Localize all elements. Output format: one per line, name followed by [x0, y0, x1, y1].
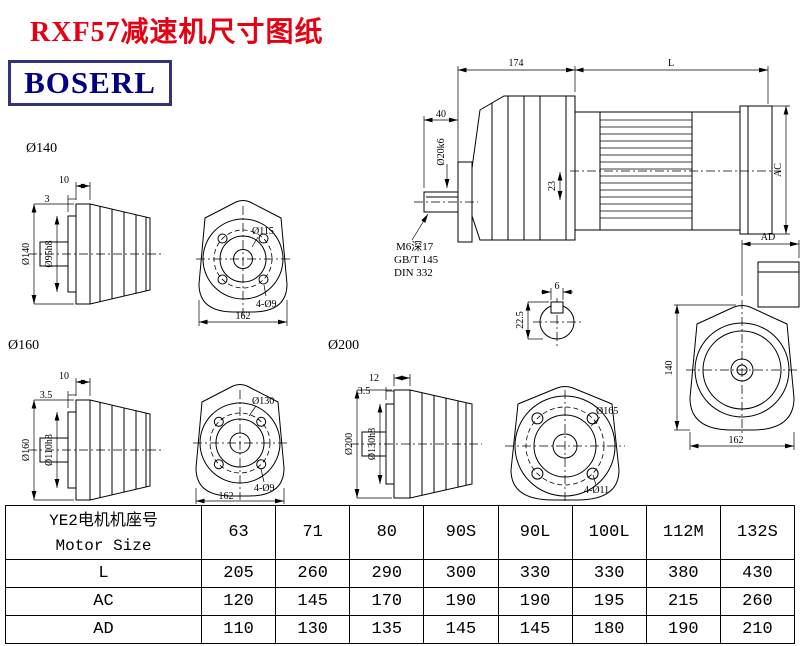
note-din-standard: DIN 332 — [394, 267, 433, 279]
flange200-section-label: Ø200 — [328, 338, 359, 353]
flange160-side-view: Ø160 10 3.5 Ø160 Ø110h8 — [8, 338, 162, 501]
brand-logo: BOSERL — [8, 60, 172, 106]
dim-flange200-outer: Ø200 — [344, 433, 355, 455]
dim-flange200-step: 3.5 — [358, 386, 371, 397]
row-label-AD: AD — [5, 615, 202, 644]
table-row-AD: AD 110 130 135 145 145 180 190 210 — [5, 615, 796, 644]
dim-flange200-bolt-circle: Ø165 — [596, 406, 618, 417]
AC-value-112M: 215 — [645, 587, 721, 616]
gearmotor-side-view: 174 L 40 Ø20k6 23 — [394, 58, 790, 279]
L-value-112M: 380 — [645, 559, 721, 588]
dim-flange140-spigot: Ø95h8 — [44, 240, 55, 267]
AD-value-132S: 210 — [719, 615, 796, 644]
flange200-front-view: Ø165 4-Ø11 — [505, 386, 625, 503]
dim-flange160-width: 162 — [219, 491, 234, 502]
flange160-front-view: Ø130 4-Ø9 162 — [193, 384, 287, 504]
motor-size-label-cn: YE2电机机座号 — [49, 511, 158, 530]
size-90L: 90L — [497, 505, 573, 560]
dim-key-height: 22.5 — [515, 311, 526, 329]
note-tapped-hole: M6深17 — [396, 240, 434, 253]
row-label-L: L — [5, 559, 202, 588]
AD-value-63: 110 — [200, 615, 277, 644]
L-value-90S: 300 — [423, 559, 499, 588]
L-value-71: 260 — [275, 559, 351, 588]
dim-flange140-outer: Ø140 — [21, 243, 32, 265]
page-title: RXF57减速机尺寸图纸 — [30, 17, 324, 48]
dim-flange160-thickness: 10 — [59, 371, 69, 382]
dim-flange140-thickness: 10 — [59, 175, 69, 186]
table-row-L: L 205 260 290 300 330 330 380 430 — [5, 559, 796, 588]
AC-value-80: 170 — [349, 587, 425, 616]
L-value-63: 205 — [200, 559, 277, 588]
dim-flange200-thickness: 12 — [369, 373, 379, 384]
AC-value-71: 145 — [275, 587, 351, 616]
AC-value-90L: 190 — [497, 587, 573, 616]
dim-flange140-width: 162 — [236, 311, 251, 322]
AD-value-112M: 190 — [645, 615, 721, 644]
AC-value-90S: 190 — [423, 587, 499, 616]
dim-flange160-outer: Ø160 — [21, 439, 32, 461]
size-71: 71 — [275, 505, 351, 560]
dim-flange140-bolt-circle: Ø115 — [252, 226, 274, 237]
note-gb-standard: GB/T 145 — [394, 254, 439, 266]
dim-motor-length: L — [668, 58, 674, 69]
dim-flange160-step: 3.5 — [40, 390, 53, 401]
dim-flange160-spigot: Ø110h8 — [44, 434, 55, 466]
motor-size-label-en: Motor Size — [55, 536, 152, 555]
table-header-row: YE2电机机座号 Motor Size 63 71 80 90S 90L 100… — [5, 505, 796, 560]
AD-value-71: 130 — [275, 615, 351, 644]
L-value-132S: 430 — [719, 559, 796, 588]
dim-housing-length: 174 — [509, 58, 524, 69]
dim-flange160-bolt-circle: Ø130 — [252, 396, 274, 407]
dim-flange140-step: 3 — [45, 194, 50, 205]
dim-flange200-spigot: Ø130h8 — [367, 428, 378, 460]
size-112M: 112M — [645, 505, 721, 560]
flange140-front-view: Ø115 4-Ø9 162 — [196, 200, 290, 326]
size-80: 80 — [349, 505, 425, 560]
AC-value-132S: 260 — [719, 587, 796, 616]
gearmotor-rear-view: AD 140 162 — [664, 232, 800, 450]
size-100L: 100L — [571, 505, 647, 560]
dim-rear-height: 140 — [664, 361, 675, 376]
flange140-side-view: Ø140 10 3 Ø140 Ø95h8 — [21, 141, 162, 305]
dim-terminal-box-AD: AD — [761, 232, 775, 243]
motor-size-header-cell: YE2电机机座号 Motor Size — [5, 505, 202, 560]
shaft-key-section: 6 22.5 — [515, 281, 581, 346]
technical-drawing-canvas: Ø140 10 3 Ø140 Ø95h8 — [8, 58, 800, 504]
AD-value-90L: 145 — [497, 615, 573, 644]
L-value-90L: 330 — [497, 559, 573, 588]
AD-value-80: 135 — [349, 615, 425, 644]
L-value-100L: 330 — [571, 559, 647, 588]
dim-motor-diameter-AC: AC — [773, 163, 784, 177]
dim-flange160-holes: 4-Ø9 — [254, 483, 275, 494]
dim-key-width: 6 — [555, 281, 560, 292]
flange200-side-view: Ø200 12 3.5 Ø200 Ø130h8 — [328, 338, 482, 499]
size-63: 63 — [200, 505, 277, 560]
dim-shaft-length: 40 — [436, 109, 446, 120]
AC-value-100L: 195 — [571, 587, 647, 616]
dim-23: 23 — [547, 181, 558, 191]
L-value-80: 290 — [349, 559, 425, 588]
size-90S: 90S — [423, 505, 499, 560]
dim-flange140-holes: 4-Ø9 — [256, 299, 277, 310]
AD-value-90S: 145 — [423, 615, 499, 644]
brand-logo-text: BOSERL — [24, 65, 156, 100]
flange140-section-label: Ø140 — [26, 141, 57, 156]
table-row-AC: AC 120 145 170 190 190 195 215 260 — [5, 587, 796, 616]
dim-flange200-holes: 4-Ø11 — [584, 485, 609, 496]
AC-value-63: 120 — [200, 587, 277, 616]
dim-shaft-diameter: Ø20k6 — [436, 138, 447, 165]
row-label-AC: AC — [5, 587, 202, 616]
motor-size-table: YE2电机机座号 Motor Size 63 71 80 90S 90L 100… — [5, 505, 796, 644]
dim-rear-width: 162 — [729, 435, 744, 446]
size-132S: 132S — [719, 505, 796, 560]
AD-value-100L: 180 — [571, 615, 647, 644]
flange160-section-label: Ø160 — [8, 338, 39, 353]
